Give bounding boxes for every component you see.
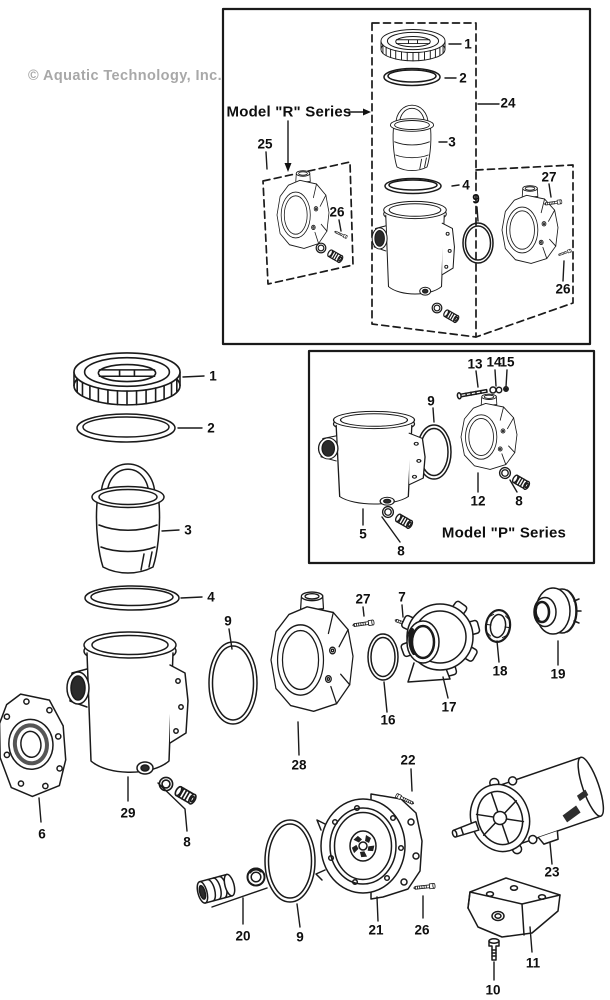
model-p-series-box [307, 349, 596, 565]
part-29-pump-pot [66, 631, 189, 775]
part-housing-r-right [501, 185, 559, 264]
callout-p-oring: 9 [427, 393, 435, 409]
part-2-lid-gasket-r [383, 67, 441, 87]
part-20-union-adapter [194, 872, 238, 905]
callout-p-plug-right: 8 [515, 493, 523, 509]
part-27-screw [351, 619, 375, 629]
callout-mid-machine-screw: 7 [398, 589, 406, 605]
part-12-housing-p [460, 393, 518, 470]
part-1-lock-ring-r [380, 28, 446, 62]
part-14-washers [489, 386, 503, 394]
part-drain-plug-r-left [315, 242, 345, 264]
callout-p-plug-bottom: 8 [397, 543, 405, 559]
callout-main-housing: 28 [291, 757, 307, 773]
part-2-lid-gasket [76, 413, 176, 443]
callout-bottom-oring: 9 [296, 929, 304, 945]
callout-main-gasket: 4 [207, 589, 215, 605]
model-r-series-label: Model "R" Series [226, 103, 352, 121]
callout-main-oring: 9 [224, 613, 232, 629]
part-3-strainer-basket [91, 463, 165, 574]
watermark: © Aquatic Technology, Inc. [28, 68, 223, 84]
callout-main-flange: 6 [38, 826, 46, 842]
callout-screw-22: 22 [400, 752, 416, 768]
callout-main-lock-ring: 1 [209, 368, 217, 384]
callout-mid-screw: 27 [355, 591, 371, 607]
part-4-tank-gasket-r [384, 177, 442, 195]
callout-r-plug-screw-right: 26 [555, 281, 571, 297]
part-10-base-bolt [488, 938, 500, 961]
part-27-screw-r [543, 199, 563, 207]
part-9-oring-bottom [264, 819, 316, 903]
callout-r-assembly: 24 [500, 95, 516, 111]
part-26-screw-right [557, 248, 573, 257]
part-8-plug-p-right [498, 466, 532, 491]
callout-r-basket: 3 [448, 134, 456, 150]
part-5-pump-pot-p [317, 410, 426, 506]
callout-r-lock-ring: 1 [464, 36, 472, 52]
callout-r-screw: 27 [541, 169, 557, 185]
part-drain-plug-r-center [431, 302, 461, 324]
callout-r-oring: 9 [472, 191, 480, 207]
part-9-oring [208, 641, 258, 725]
part-28-clamp-housing [270, 591, 354, 713]
callout-r-lid-gasket: 2 [459, 70, 467, 86]
part-20-seal-ring [246, 867, 266, 887]
callout-screw-26: 26 [414, 922, 430, 938]
part-26-screw-bottom [413, 882, 436, 891]
part-18-shaft-seal [482, 607, 514, 645]
callout-motor-plate: 21 [368, 922, 384, 938]
part-6-flange [0, 688, 73, 802]
callout-r-gasket: 4 [462, 177, 470, 193]
model-r-series-box [221, 7, 592, 346]
dashed-group-outlines [262, 22, 574, 338]
part-17-seal-plate [398, 598, 483, 684]
callout-bolt: 10 [485, 982, 501, 998]
callout-r-trap: 25 [257, 136, 273, 152]
callout-p-screw: 13 [467, 356, 483, 372]
part-8-drain-plug [158, 776, 199, 806]
part-23-motor [439, 746, 610, 873]
part-3-strainer-basket-r [389, 104, 435, 172]
callout-p-housing: 12 [470, 493, 486, 509]
part-pot-r [371, 200, 455, 296]
part-1-lock-ring [73, 352, 181, 406]
part-8-plug-p-bottom [381, 505, 415, 530]
part-11-motor-base [467, 877, 561, 938]
callout-main-lid-gasket: 2 [207, 420, 215, 436]
callout-mid-seal-plate: 17 [441, 699, 457, 715]
callout-main-basket: 3 [184, 522, 192, 538]
callout-mid-impeller: 19 [550, 666, 566, 682]
callout-motor: 23 [544, 864, 560, 880]
part-21-motor-plate [315, 793, 423, 900]
callout-base: 11 [525, 955, 541, 971]
callout-p-nut: 15 [499, 354, 515, 370]
callout-main-plug: 8 [183, 834, 191, 850]
model-p-series-label: Model "P" Series [441, 524, 567, 542]
part-19-impeller [532, 586, 583, 636]
callout-main-pot: 29 [120, 805, 136, 821]
part-16-oring [367, 633, 399, 681]
callout-p-pot: 5 [359, 526, 367, 542]
callout-union: 20 [235, 928, 251, 944]
leader-lines [38, 43, 565, 981]
part-9-oring-r [462, 222, 494, 264]
callout-mid-oring: 16 [380, 712, 396, 728]
callout-mid-shaft-seal: 18 [492, 663, 508, 679]
callout-r-plug-screw-left: 26 [329, 204, 345, 220]
part-25-trap-housing [276, 170, 330, 249]
part-4-tank-gasket [84, 585, 180, 611]
callout-p-washer: 14 [486, 354, 502, 370]
